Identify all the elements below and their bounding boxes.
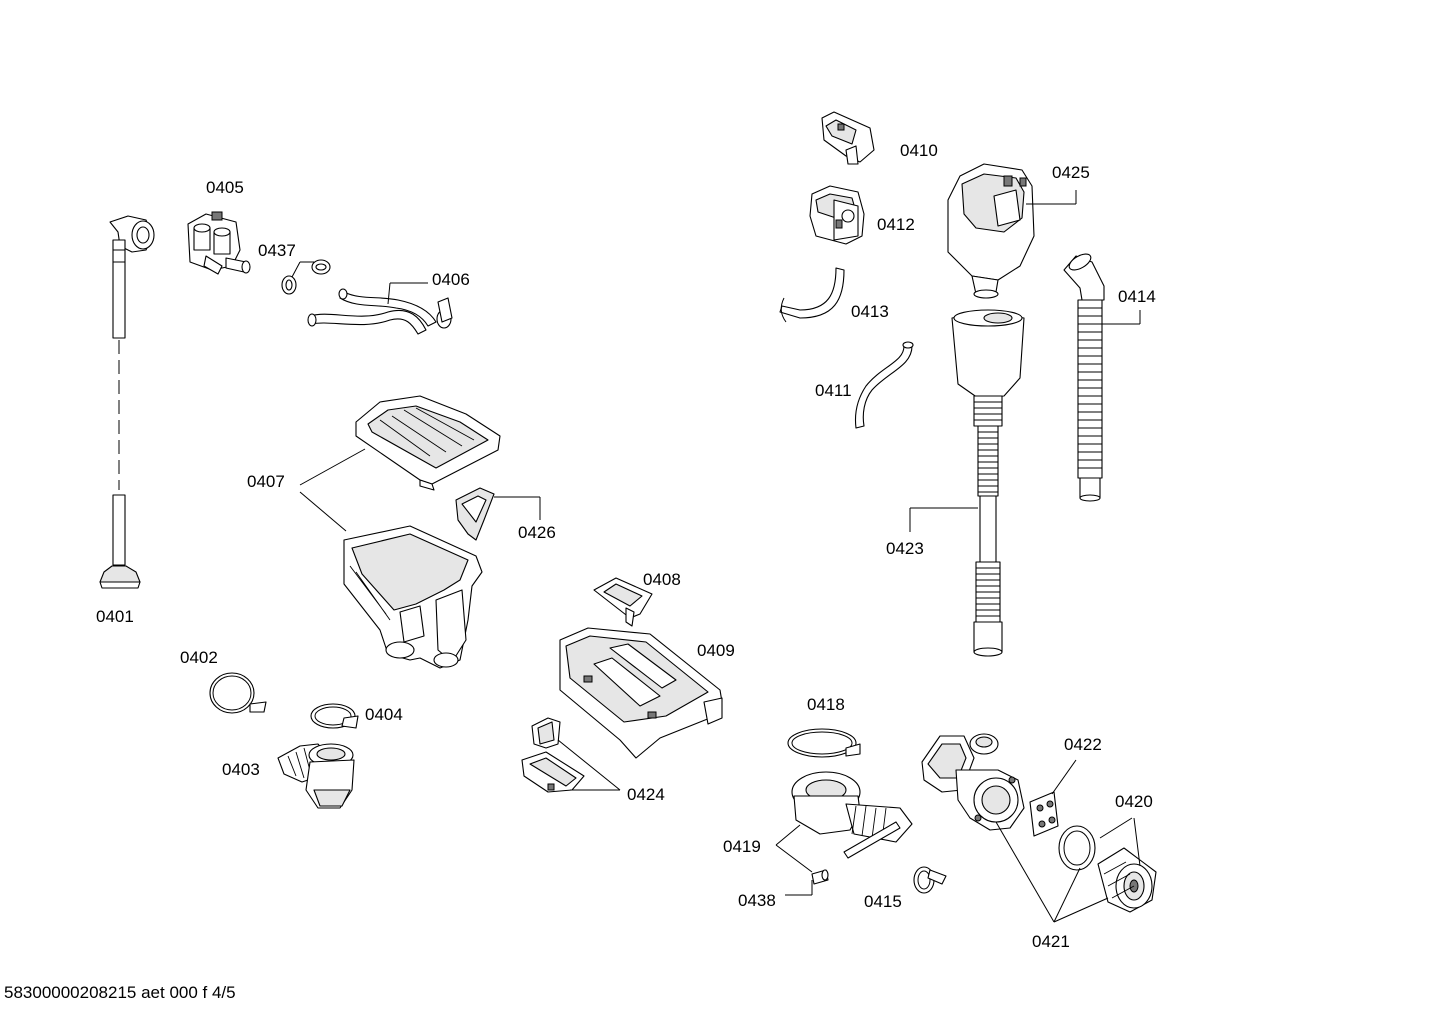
label-0411: 0411 (815, 381, 852, 400)
label-0419: 0419 (723, 837, 761, 856)
part-0426-siphon-cover[interactable] (455, 487, 541, 541)
part-0406-hoses[interactable] (307, 282, 453, 335)
part-0408-dispenser-lid[interactable] (593, 577, 653, 627)
part-0401-inlet-hose[interactable] (99, 215, 155, 589)
label-0403: 0403 (222, 760, 260, 779)
part-0410-pressure-switch[interactable] (821, 111, 875, 165)
label-0423: 0423 (886, 539, 924, 558)
label-0426: 0426 (518, 523, 556, 542)
label-0407: 0407 (247, 472, 285, 491)
label-0406: 0406 (432, 270, 470, 289)
label-0410: 0410 (900, 141, 938, 160)
part-0407-dispenser-housing[interactable] (299, 395, 501, 669)
label-0404: 0404 (365, 705, 403, 724)
part-0423-drain-hose-with-cup[interactable] (909, 309, 1025, 657)
part-0424-brackets[interactable] (521, 717, 621, 793)
label-0424: 0424 (627, 785, 665, 804)
label-0421: 0421 (1032, 932, 1070, 951)
part-0409-detergent-drawer[interactable] (559, 627, 723, 759)
part-0411-hose[interactable] (854, 341, 914, 429)
label-0409: 0409 (697, 641, 735, 660)
label-0408: 0408 (643, 570, 681, 589)
part-0402-clamp-ring[interactable] (209, 672, 267, 714)
label-0401: 0401 (96, 607, 134, 626)
part-0438-nozzle[interactable] (785, 869, 829, 896)
leader-0421-a (1053, 867, 1081, 923)
label-0437: 0437 (258, 241, 296, 260)
part-0422-seal-plate[interactable] (1029, 759, 1077, 837)
label-0425: 0425 (1052, 163, 1090, 182)
part-0415-hose-clamp[interactable] (913, 866, 947, 894)
label-0418: 0418 (807, 695, 845, 714)
part-0412-module[interactable] (809, 185, 865, 245)
label-0422: 0422 (1064, 735, 1102, 754)
label-0402: 0402 (180, 648, 218, 667)
label-0412: 0412 (877, 215, 915, 234)
part-0414-drain-hose[interactable] (1063, 251, 1141, 502)
part-0419-bellows[interactable] (775, 771, 913, 873)
part-0418-clamp-ring[interactable] (787, 728, 861, 758)
leader-0421-b (1053, 897, 1109, 923)
label-0405: 0405 (206, 178, 244, 197)
part-0437-hose-clamps[interactable] (281, 259, 331, 295)
label-0414: 0414 (1118, 287, 1156, 306)
part-0420-filter[interactable] (1058, 817, 1157, 913)
document-id-footer: 58300000208215 aet 000 f 4/5 (4, 983, 236, 1002)
label-0413: 0413 (851, 302, 889, 321)
part-0405-inlet-valve[interactable] (187, 211, 251, 275)
part-0404-hose-clamp[interactable] (310, 703, 359, 729)
label-0415: 0415 (864, 892, 902, 911)
label-0420: 0420 (1115, 792, 1153, 811)
label-0438: 0438 (738, 891, 776, 910)
part-0421-drain-pump[interactable] (921, 733, 1055, 923)
part-0413-pressure-tube[interactable] (779, 267, 845, 323)
part-0425-upper-housing[interactable] (947, 163, 1077, 299)
part-0403-sump-bellows[interactable] (277, 743, 355, 809)
